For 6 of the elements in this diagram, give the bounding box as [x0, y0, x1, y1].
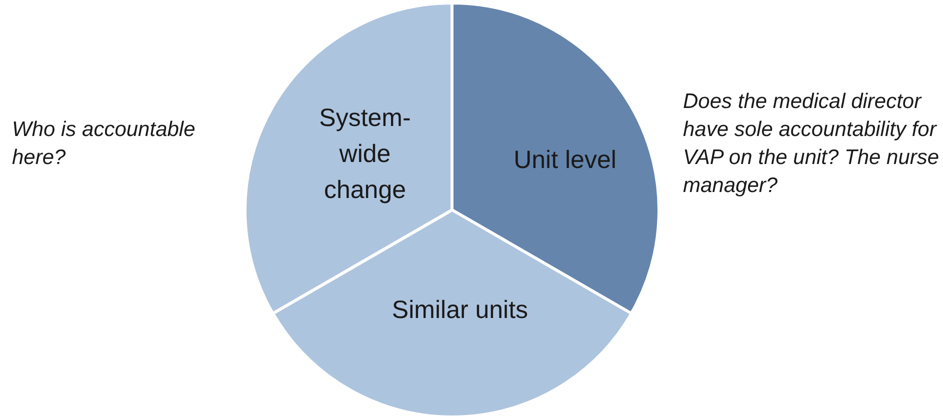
annotation-text: Who is accountable here? [12, 117, 196, 171]
pie-slice [272, 210, 632, 417]
slice-label: System-wide change [318, 103, 412, 206]
annotation-text: Does the medical director have sole accountability for VAP on the unit? The nurse manager? [683, 89, 940, 199]
slice-label: Similar units [390, 295, 530, 326]
slice-label: Unit level [512, 145, 618, 176]
